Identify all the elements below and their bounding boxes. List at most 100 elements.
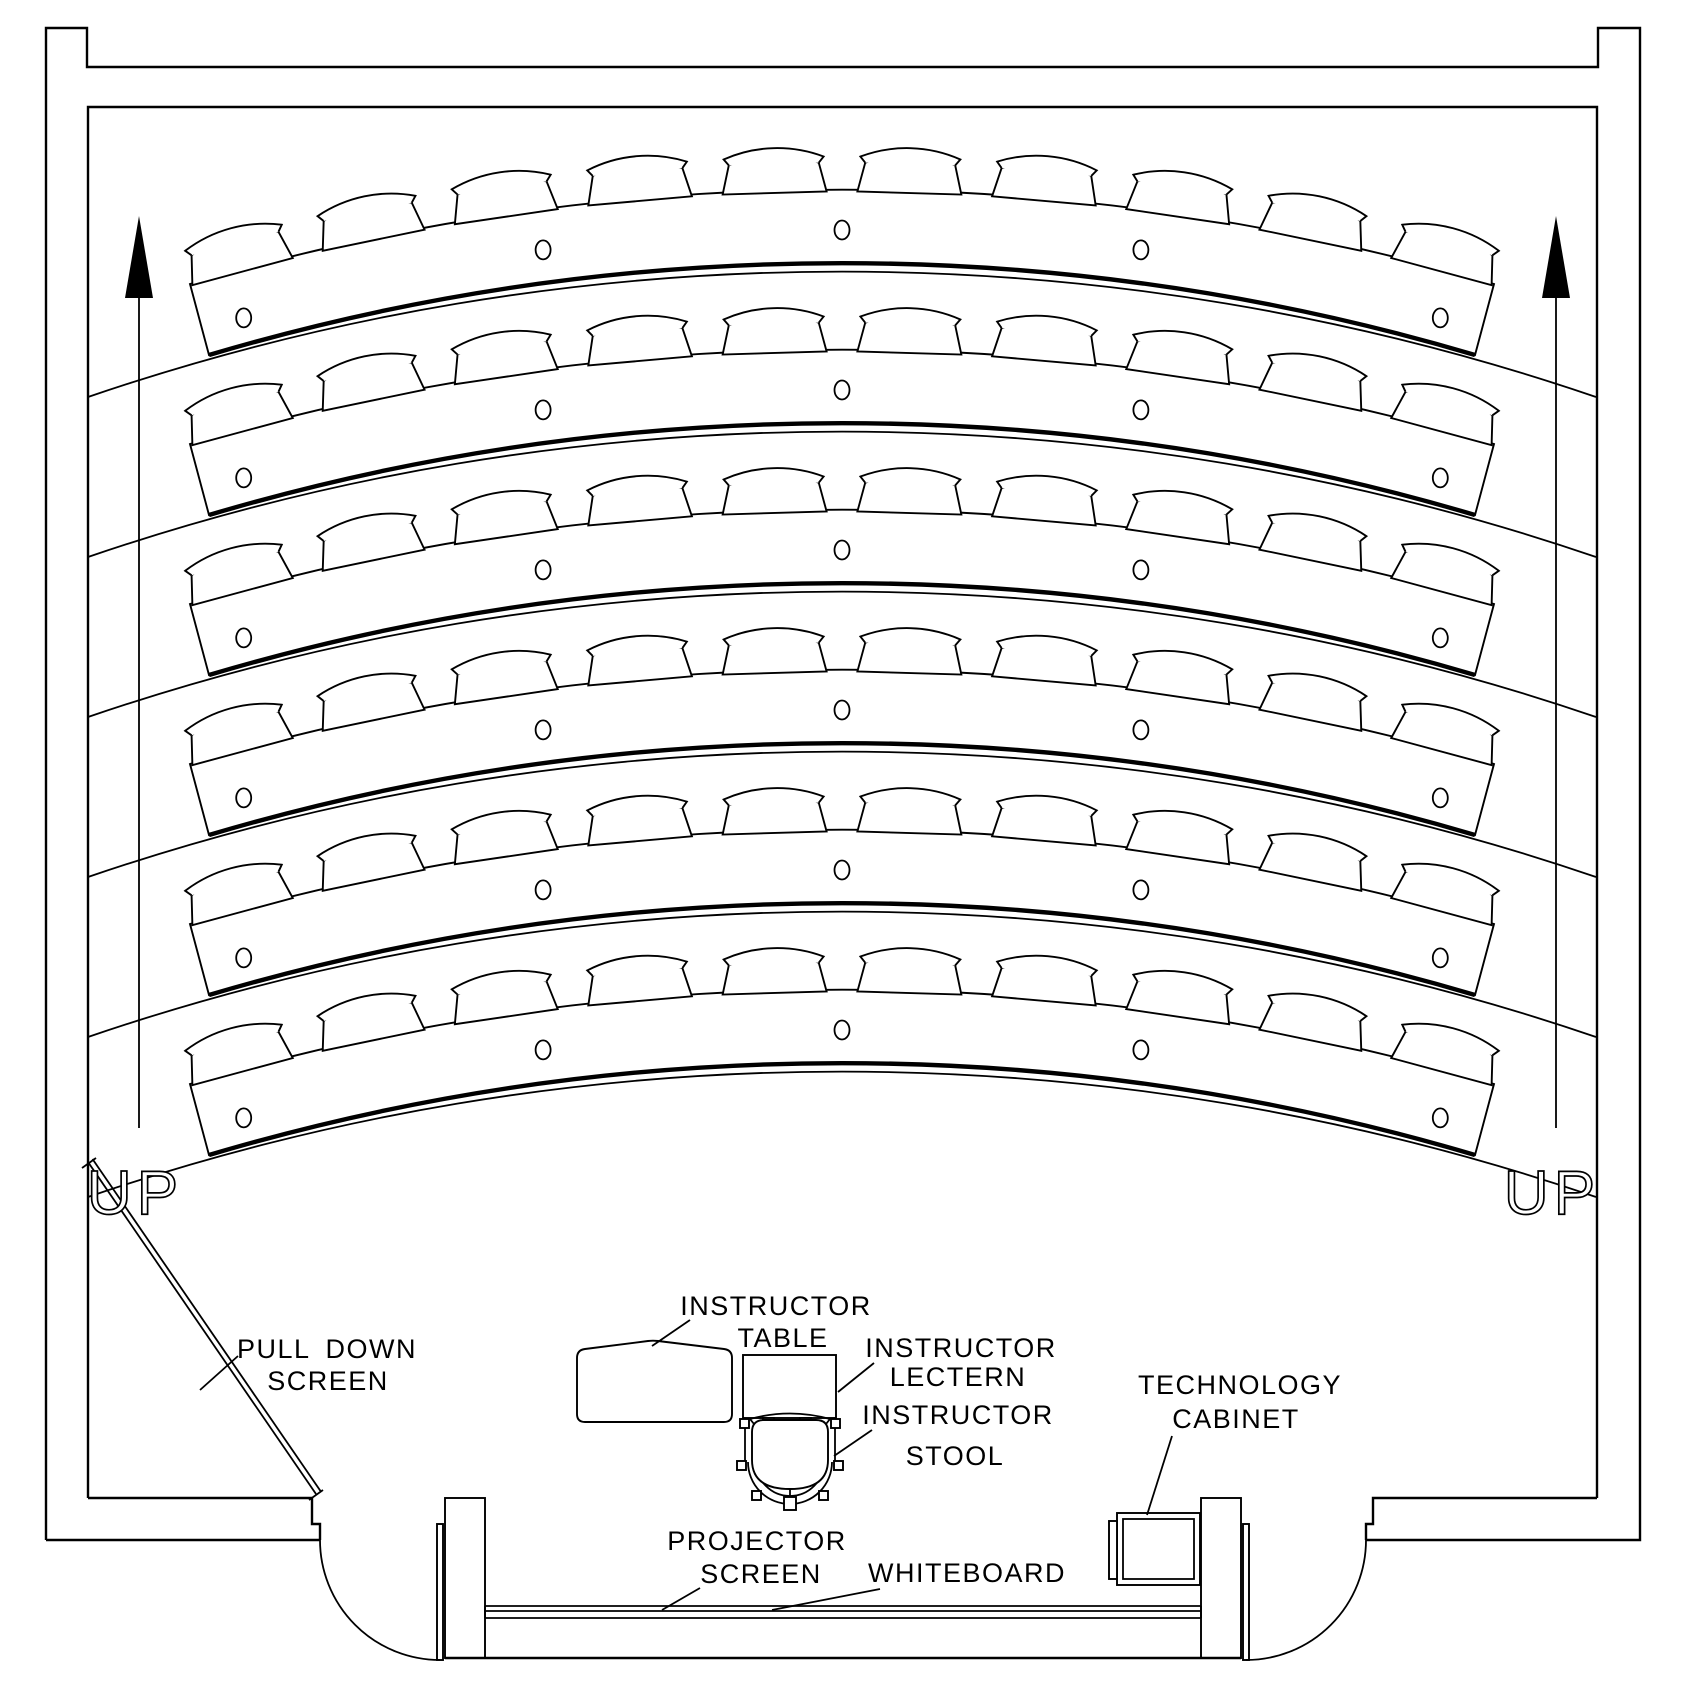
chair-back: [858, 627, 962, 646]
chair-back: [315, 512, 417, 542]
desk-grommet: [1431, 947, 1449, 969]
desk-grommet: [1132, 1039, 1150, 1061]
chair-back: [450, 489, 553, 516]
left-door-swing-arc: [319, 1539, 441, 1661]
seating-row: [87, 307, 1597, 558]
chair: [585, 794, 694, 847]
desk-grommet: [1132, 239, 1150, 261]
desk-grommet: [534, 559, 552, 581]
chair-back: [1400, 862, 1501, 897]
chair: [721, 947, 828, 996]
left-door-leaf: [436, 1523, 444, 1661]
chair: [315, 192, 426, 253]
chair: [315, 352, 426, 413]
pull-down-screen: [81, 1157, 324, 1501]
alcove-right-pillar: [1200, 1497, 1242, 1659]
chair-back: [1131, 969, 1234, 996]
chair: [721, 467, 828, 516]
bottom-left-wall: [88, 1496, 322, 1540]
chair: [183, 382, 295, 447]
chair: [1389, 382, 1501, 447]
chair: [990, 794, 1099, 847]
chair: [1258, 992, 1369, 1053]
chair: [856, 627, 963, 676]
chair: [856, 787, 963, 836]
chair-back: [995, 154, 1099, 177]
chair-back: [1400, 222, 1501, 257]
chair-back: [1400, 1022, 1501, 1057]
chair: [856, 947, 963, 996]
svg-text:SCREEN: SCREEN: [267, 1366, 389, 1396]
desk-grommet: [235, 787, 253, 809]
chair-back: [315, 832, 417, 862]
chair-back: [1131, 649, 1234, 676]
chair-back: [585, 314, 689, 337]
chair: [1258, 672, 1369, 733]
outer-wall: [44, 26, 1642, 1542]
desk-grommet: [235, 627, 253, 649]
chair: [856, 467, 963, 516]
svg-text:STOOL: STOOL: [906, 1441, 1005, 1471]
chair-back: [183, 702, 284, 737]
right-door-swing-arc: [1245, 1539, 1367, 1661]
chair-back: [183, 382, 284, 417]
chair: [1389, 542, 1501, 607]
instructor-stool-label: INSTRUCTOR: [862, 1400, 1054, 1430]
chair: [721, 147, 828, 196]
desk-front-edge: [208, 261, 1476, 358]
desk-grommet: [534, 879, 552, 901]
chair: [1258, 192, 1369, 253]
chair-back: [315, 192, 417, 222]
chair-back: [722, 627, 826, 646]
arrow-up-icon: [125, 216, 153, 298]
seating-row: [87, 627, 1597, 878]
desk-front-edge: [208, 741, 1476, 838]
chair-back: [722, 467, 826, 486]
desk-front-edge: [208, 581, 1476, 678]
chair-back: [1267, 672, 1369, 702]
chair: [450, 169, 560, 226]
chair-back: [858, 787, 962, 806]
chair-back: [585, 954, 689, 977]
desk-grommet: [833, 1019, 851, 1041]
chair-back: [1131, 169, 1234, 196]
tier-step-arc: [87, 270, 1597, 398]
desk-grommet: [235, 307, 253, 329]
chair-back: [183, 862, 284, 897]
whiteboard-label: WHITEBOARD: [868, 1558, 1066, 1588]
desk-grommet: [1132, 879, 1150, 901]
desk-grommet: [235, 467, 253, 489]
chair-back: [1400, 542, 1501, 577]
desk-grommet: [1132, 719, 1150, 741]
chair: [183, 542, 295, 607]
svg-text:LECTERN: LECTERN: [890, 1362, 1027, 1392]
instructor-lectern-label: INSTRUCTOR: [865, 1333, 1057, 1363]
chair: [721, 787, 828, 836]
instructor-lectern: [742, 1354, 837, 1425]
chair-back: [1400, 382, 1501, 417]
desk-grommet: [833, 379, 851, 401]
front-alcove: [444, 1497, 1242, 1660]
chair-back: [585, 794, 689, 817]
chair-back: [722, 787, 826, 806]
desk-grommet: [235, 947, 253, 969]
tier-step-arc: [87, 750, 1597, 878]
chair-back: [1131, 329, 1234, 356]
chair-back: [1267, 832, 1369, 862]
chair: [450, 329, 560, 386]
tier-step-arc: [87, 590, 1597, 718]
technology-cabinet-label: TECHNOLOGY: [1138, 1370, 1342, 1400]
chair-back: [858, 467, 962, 486]
chair-back: [995, 634, 1099, 657]
up-label-right: UP: [1504, 1159, 1600, 1228]
chair-back: [858, 147, 962, 166]
chair-back: [1267, 992, 1369, 1022]
right-door: [1242, 1523, 1367, 1661]
chair-back: [1131, 489, 1234, 516]
chair-back: [183, 542, 284, 577]
seating-row: [87, 787, 1597, 1038]
seating-row: [87, 147, 1597, 398]
chair: [1124, 329, 1234, 386]
desk-grommet: [833, 699, 851, 721]
